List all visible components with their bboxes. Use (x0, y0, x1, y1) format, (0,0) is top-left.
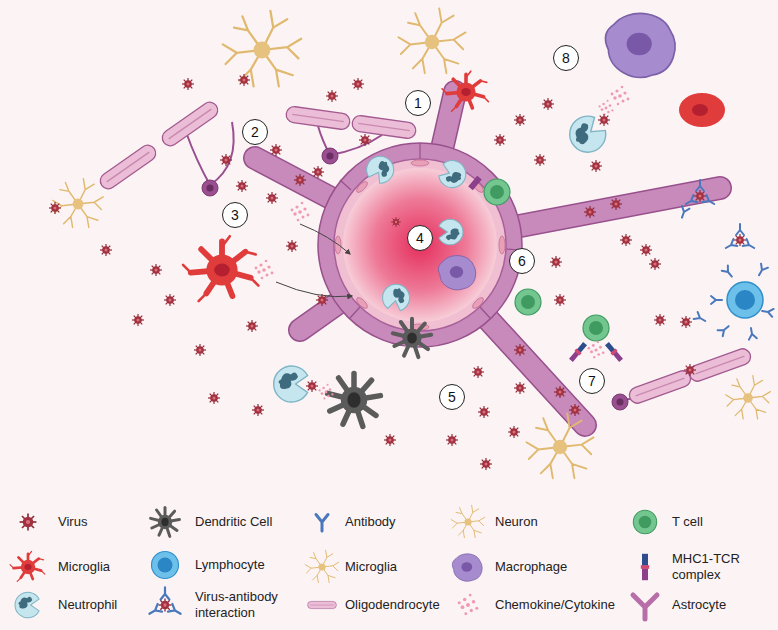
chemokine-arrows (276, 224, 352, 297)
callout-number: 4 (407, 225, 433, 251)
callout-number: 8 (553, 45, 579, 71)
blood-vessel (318, 143, 522, 347)
vessel-cells (362, 151, 541, 357)
legend-label: Lymphocyte (195, 557, 265, 573)
legend-label: T cell (672, 514, 703, 530)
legend-label: Macrophage (495, 559, 567, 575)
legend-label: MHC1-TCR complex (672, 551, 752, 583)
callout-number: 3 (222, 202, 248, 228)
callout-number: 6 (509, 248, 535, 274)
legend-label: Oligodendrocyte (345, 597, 440, 613)
virus-particles (49, 74, 696, 470)
legend-label: Microglia (58, 559, 110, 575)
legend-icons (10, 505, 657, 619)
legend-label: Chemokine/Cytokine (495, 597, 615, 613)
legend-label: Virus (58, 514, 87, 530)
callout-number: 5 (439, 384, 465, 410)
immune-cells (183, 13, 774, 426)
legend-label: Neutrophil (58, 597, 117, 613)
callout-number: 7 (579, 368, 605, 394)
neurons-oligodendrocytes (53, 8, 771, 478)
legend-label: Astrocyte (672, 597, 726, 613)
astrocyte-processes (255, 92, 720, 425)
legend-label: Microglia (345, 559, 397, 575)
legend-label: Virus-antibody interaction (195, 589, 305, 621)
callout-number: 1 (405, 90, 431, 116)
legend-label: Antibody (345, 514, 396, 530)
callout-number: 2 (242, 119, 268, 145)
legend-label: Dendritic Cell (195, 514, 272, 530)
legend-label: Neuron (495, 514, 538, 530)
